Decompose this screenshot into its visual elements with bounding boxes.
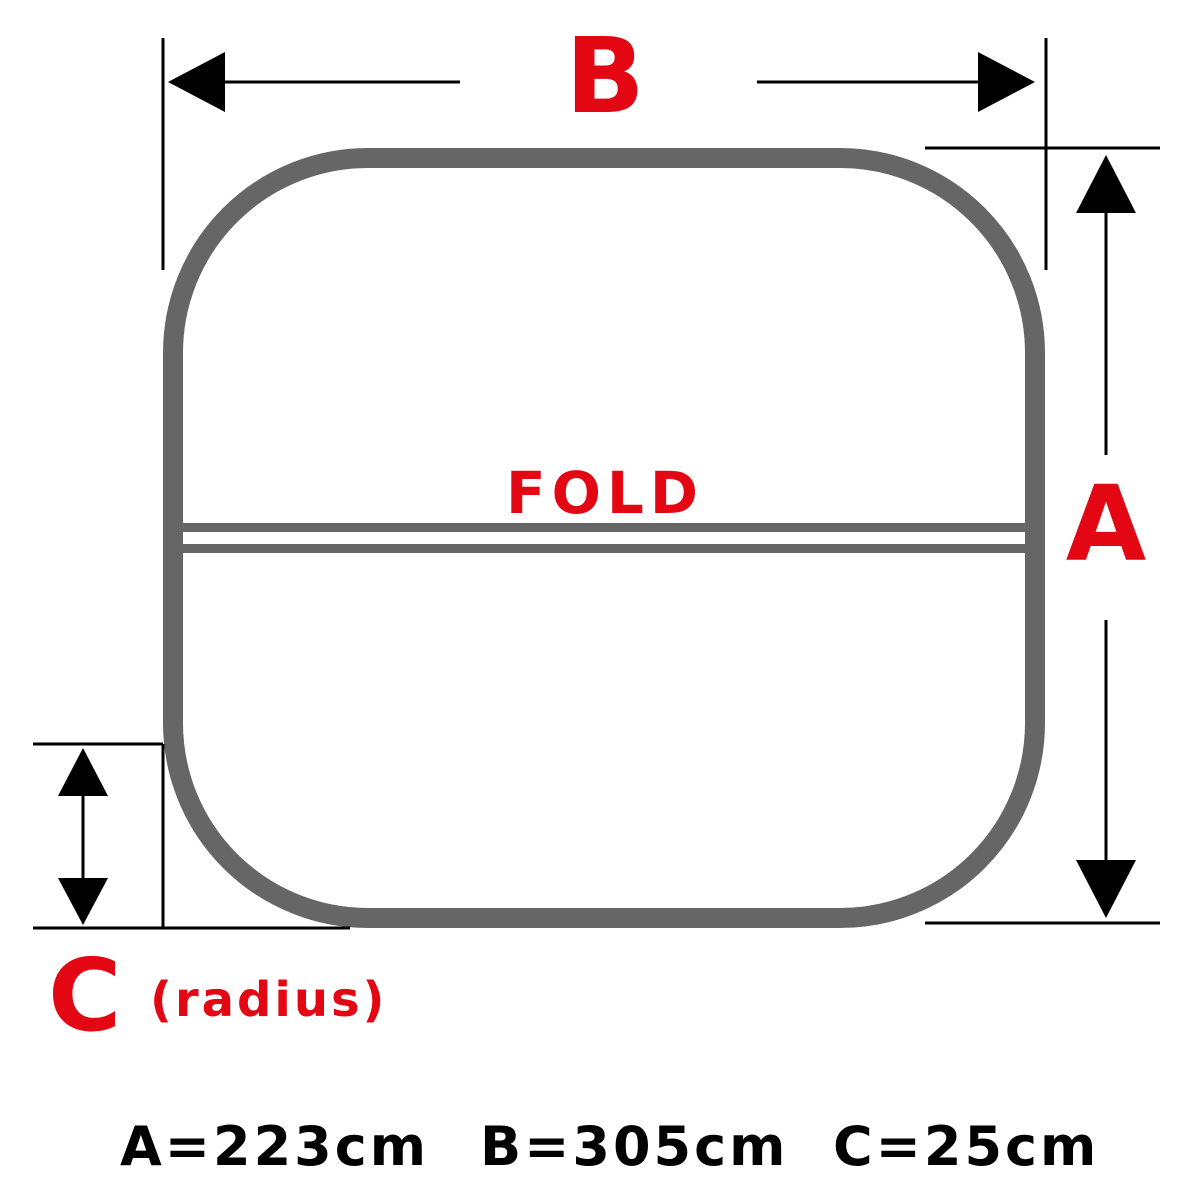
- arrow-down-small-icon: [58, 878, 108, 925]
- dimension-b: [161, 38, 1048, 270]
- dimension-b-label: B: [565, 15, 644, 137]
- arrow-left-icon: [168, 52, 225, 112]
- dimension-a: [925, 146, 1160, 925]
- arrow-right-icon: [978, 52, 1035, 112]
- fold-line-top: [183, 523, 1025, 532]
- fold-label: FOLD: [506, 459, 704, 527]
- dimension-c: [33, 742, 350, 930]
- dimension-c-label: C: [48, 937, 121, 1054]
- measurement-a: A=223cm: [120, 1115, 429, 1178]
- arrow-up-small-icon: [58, 748, 108, 796]
- dimension-c-note: (radius): [150, 972, 388, 1028]
- measurement-c: C=25cm: [833, 1115, 1099, 1178]
- arrow-down-icon: [1076, 860, 1136, 918]
- cover-outline: [163, 148, 1045, 928]
- dimension-a-label: A: [1066, 463, 1147, 585]
- arrow-up-icon: [1076, 155, 1136, 213]
- fold-line-bottom: [183, 544, 1025, 553]
- measurement-b: B=305cm: [480, 1115, 788, 1178]
